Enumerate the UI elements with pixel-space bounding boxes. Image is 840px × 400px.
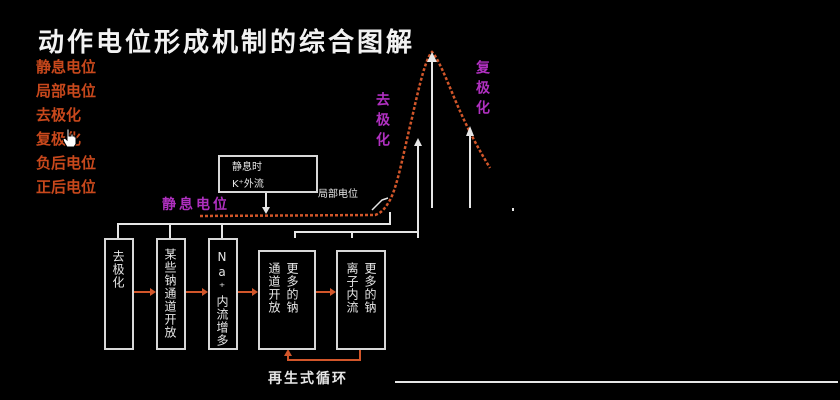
menu-item-depolarization[interactable]: 去极化 <box>36 106 82 124</box>
top-connector-c <box>294 231 353 238</box>
flow-box-more-na-channels <box>258 250 316 350</box>
flow-arrow-3-head <box>252 288 258 296</box>
peak-arrowhead <box>427 52 437 62</box>
flow-box-na-influx <box>208 238 238 350</box>
repolarization-curve-label: 复极化 <box>474 60 490 120</box>
regenerative-cycle-arrowhead <box>284 349 292 356</box>
flow-arrow-1-head <box>150 288 156 296</box>
repolarization-arrowhead <box>466 126 474 136</box>
depolarization-flow-arrowhead <box>414 138 422 146</box>
k-efflux-box <box>218 155 318 193</box>
menu-item-local-potential[interactable]: 局部电位 <box>36 82 97 100</box>
k-efflux-arrowhead <box>262 207 270 214</box>
flow-box-some-na-channels <box>156 238 186 350</box>
regenerative-cycle-label: 再生式循环 <box>268 371 348 387</box>
page-title: 动作电位形成机制的综合图解 <box>38 28 416 58</box>
flow-arrow-2-head <box>202 288 208 296</box>
depolarization-curve-label: 去极化 <box>374 92 390 152</box>
flow-arrow-4-head <box>330 288 336 296</box>
flow-box-na-influx-text: Na⁺内流增多 <box>215 250 229 347</box>
k-box-line1: 静息时 <box>232 162 262 173</box>
local-potential-arrow <box>371 197 389 211</box>
flow-box-more-na-influx-col1: 更多的钠 <box>363 262 377 314</box>
flow-box-more-na-influx-col2: 离子内流 <box>345 262 359 314</box>
hand-pointer-icon <box>62 128 77 148</box>
stray-dot <box>512 208 514 211</box>
menu-item-negative-afterpotential[interactable]: 负后电位 <box>36 154 97 172</box>
k-box-line2: K⁺外流 <box>232 179 264 190</box>
resting-potential-label: 静息电位 <box>162 197 230 213</box>
flow-box-depolarization-text: 去极化 <box>111 250 125 289</box>
menu-item-positive-afterpotential[interactable]: 正后电位 <box>36 178 97 196</box>
local-potential-label: 局部电位 <box>318 189 358 200</box>
flow-box-more-na-channels-col2: 通道开放 <box>267 262 281 314</box>
flow-box-depolarization <box>104 238 134 350</box>
menu-item-resting-potential[interactable]: 静息电位 <box>36 58 97 76</box>
flow-box-more-na-influx <box>336 250 386 350</box>
flow-box-some-na-channels-text: 某些钠通道开放 <box>163 248 177 339</box>
regenerative-cycle-loop <box>287 350 361 361</box>
threshold-connector <box>117 212 391 238</box>
flow-box-more-na-channels-col1: 更多的钠 <box>285 262 299 314</box>
